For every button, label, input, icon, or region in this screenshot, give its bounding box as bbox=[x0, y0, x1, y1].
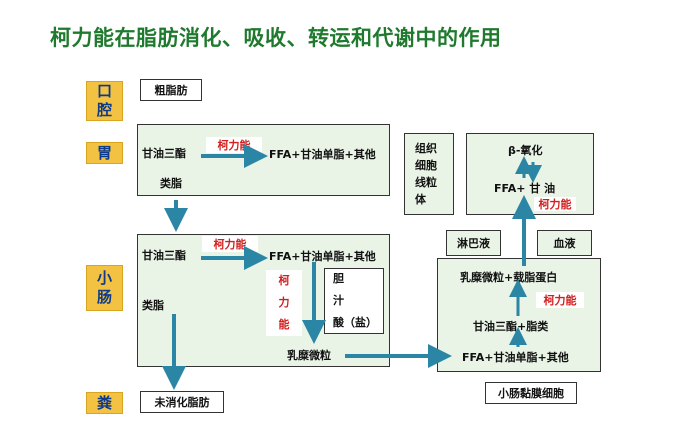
organ-small-intestine-char-1: 小 bbox=[96, 269, 112, 288]
organ-mouth: 口腔 bbox=[86, 81, 123, 121]
blood-box: 血液 bbox=[537, 230, 592, 256]
chylomicron-apolipoprotein: 乳糜微粒+载脂蛋白 bbox=[460, 271, 558, 284]
intestine-chylomicron: 乳糜微粒 bbox=[287, 349, 331, 362]
cell-label-line-2: 细胞 bbox=[415, 159, 437, 172]
bile-salt-box: 胆 汁 酸（盐） bbox=[324, 268, 384, 334]
beta-oxidation-label: β-氧化 bbox=[508, 144, 543, 157]
kelineng-char-3: 能 bbox=[278, 318, 290, 331]
cell-kelineng-label: 柯力能 bbox=[534, 197, 576, 211]
intestine-lipoid: 类脂 bbox=[142, 299, 164, 312]
blood-label: 血液 bbox=[553, 237, 576, 250]
page-title: 柯力能在脂肪消化、吸收、转运和代谢中的作用 bbox=[50, 26, 502, 50]
organ-small-intestine: 小肠 bbox=[86, 265, 123, 311]
cell-label-line-1: 组织 bbox=[415, 142, 437, 155]
intestine-kelineng-vertical: 柯 力 能 bbox=[266, 270, 302, 336]
organ-mouth-char-2: 腔 bbox=[96, 101, 112, 119]
organ-feces: 粪 bbox=[86, 392, 123, 414]
ffa-glycerol-label: FFA+ 甘 油 bbox=[494, 182, 556, 195]
intestine-digestion-products: FFA+甘油单脂+其他 bbox=[269, 250, 376, 263]
kelineng-char-1: 柯 bbox=[278, 274, 290, 287]
stomach-triglyceride: 甘油三酯 bbox=[142, 147, 186, 160]
mucosa-kelineng-label: 柯力能 bbox=[536, 292, 584, 308]
undigested-fat-box: 未消化脂肪 bbox=[140, 391, 224, 413]
lymph-label: 淋巴液 bbox=[457, 237, 490, 250]
stomach-lipoid: 类脂 bbox=[160, 177, 182, 190]
crude-fat-box: 粗脂肪 bbox=[140, 79, 202, 101]
stomach-digestion-products: FFA+甘油单脂+其他 bbox=[269, 148, 376, 161]
bile-salt-char-1: 胆 bbox=[333, 272, 344, 285]
organ-stomach: 胃 bbox=[86, 142, 123, 164]
organ-mouth-char-1: 口 bbox=[96, 82, 112, 101]
triglyceride-lipoid: 甘油三酯+脂类 bbox=[473, 320, 549, 333]
bile-salt-char-3: 酸（盐） bbox=[333, 316, 377, 329]
mucosa-products: FFA+甘油单脂+其他 bbox=[462, 351, 569, 364]
lymph-box: 淋巴液 bbox=[446, 230, 501, 256]
kelineng-char-2: 力 bbox=[278, 296, 290, 309]
bile-salt-char-2: 汁 bbox=[333, 294, 344, 307]
organ-small-intestine-char-2: 肠 bbox=[96, 288, 112, 306]
tissue-cell-mitochondria-box: 组织 细胞 线粒 体 bbox=[404, 133, 454, 215]
cell-label-line-4: 体 bbox=[415, 193, 426, 206]
mucosa-cell-caption: 小肠黏膜细胞 bbox=[485, 382, 577, 404]
intestine-triglyceride: 甘油三酯 bbox=[142, 249, 186, 262]
cell-label-line-3: 线粒 bbox=[415, 176, 437, 189]
